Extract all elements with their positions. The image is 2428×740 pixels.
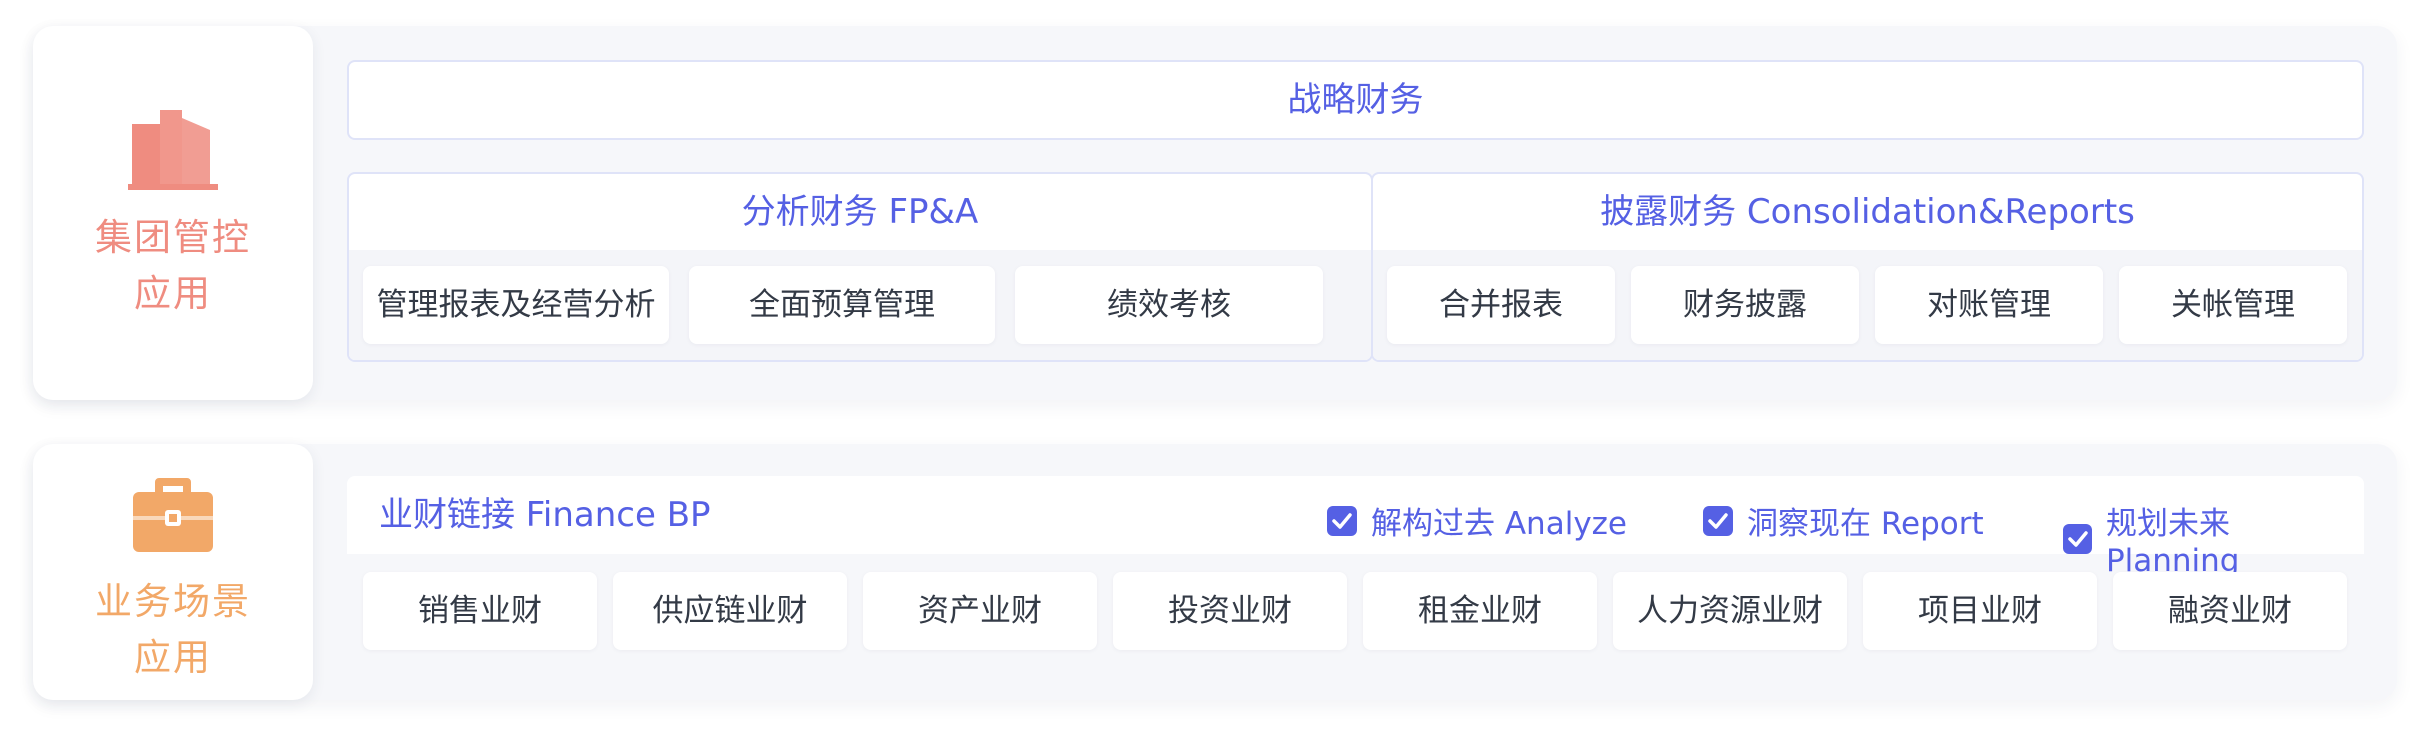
business-scenario-label-line2: 应用 <box>134 636 212 679</box>
strategy-finance-title: 战略财务 <box>1287 80 1424 120</box>
briefcase-icon <box>133 478 213 552</box>
check-analyze-label: 解构过去 Analyze <box>1371 506 1628 542</box>
group-control-label: 集团管控 应用 <box>33 210 313 322</box>
check-report-label: 洞察现在 Report <box>1747 506 1984 542</box>
consolidation-title: 披露财务 Consolidation&Reports <box>1600 192 2135 232</box>
business-scenario-card[interactable]: 业务场景 应用 <box>33 444 313 700</box>
fpa-item-management-reports[interactable]: 管理报表及经营分析 <box>363 266 669 344</box>
finance-bp-header: 业财链接 Finance BP 解构过去 Analyze 洞察现在 Report… <box>347 476 2364 579</box>
consolidation-item-merged-statements[interactable]: 合并报表 <box>1387 266 1615 344</box>
check-analyze[interactable]: 解构过去 Analyze <box>1327 498 1627 543</box>
scenario-item-rent[interactable]: 租金业财 <box>1363 572 1597 650</box>
scenario-item-supply-chain[interactable]: 供应链业财 <box>613 572 847 650</box>
business-scenario-label-line1: 业务场景 <box>95 580 251 623</box>
consolidation-item-reconciliation[interactable]: 对账管理 <box>1875 266 2103 344</box>
strategy-finance-box[interactable]: 战略财务 <box>347 60 2364 140</box>
fpa-item-budget-management[interactable]: 全面预算管理 <box>689 266 995 344</box>
consolidation-box: 披露财务 Consolidation&Reports 合并报表 财务披露 对账管… <box>1371 172 2364 362</box>
finance-bp-title: 业财链接 Finance BP <box>379 495 711 535</box>
group-control-label-line1: 集团管控 <box>95 216 251 259</box>
check-planning-label: 规划未来 Planning <box>2105 506 2240 579</box>
fpa-box: 分析财务 FP&A 管理报表及经营分析 全面预算管理 绩效考核 <box>347 172 1373 362</box>
group-control-label-line2: 应用 <box>134 272 212 315</box>
scenario-item-assets[interactable]: 资产业财 <box>863 572 1097 650</box>
business-scenario-panel: 业务场景 应用 业财链接 Finance BP 解构过去 Analyze 洞察现… <box>33 444 2397 700</box>
scenario-item-project[interactable]: 项目业财 <box>1863 572 2097 650</box>
fpa-item-performance[interactable]: 绩效考核 <box>1015 266 1323 344</box>
scenario-item-financing[interactable]: 融资业财 <box>2113 572 2347 650</box>
checkbox-checked-icon[interactable] <box>1703 505 1733 536</box>
scenario-item-investment[interactable]: 投资业财 <box>1113 572 1347 650</box>
business-scenario-label: 业务场景 应用 <box>33 574 313 686</box>
consolidation-item-disclosure[interactable]: 财务披露 <box>1631 266 1859 344</box>
building-icon <box>128 110 218 190</box>
check-report[interactable]: 洞察现在 Report <box>1703 498 1984 543</box>
scenario-item-hr[interactable]: 人力资源业财 <box>1613 572 1847 650</box>
consolidation-item-closing[interactable]: 关帐管理 <box>2119 266 2347 344</box>
scenario-item-sales[interactable]: 销售业财 <box>363 572 597 650</box>
check-planning[interactable]: 规划未来 Planning <box>2063 498 2364 579</box>
checkbox-checked-icon[interactable] <box>2063 523 2092 554</box>
group-control-card[interactable]: 集团管控 应用 <box>33 26 313 400</box>
checkbox-checked-icon[interactable] <box>1327 505 1357 536</box>
fpa-title: 分析财务 FP&A <box>741 192 979 232</box>
group-control-panel: 集团管控 应用 战略财务 分析财务 FP&A 管理报表及经营分析 全面预算管理 … <box>33 26 2397 400</box>
